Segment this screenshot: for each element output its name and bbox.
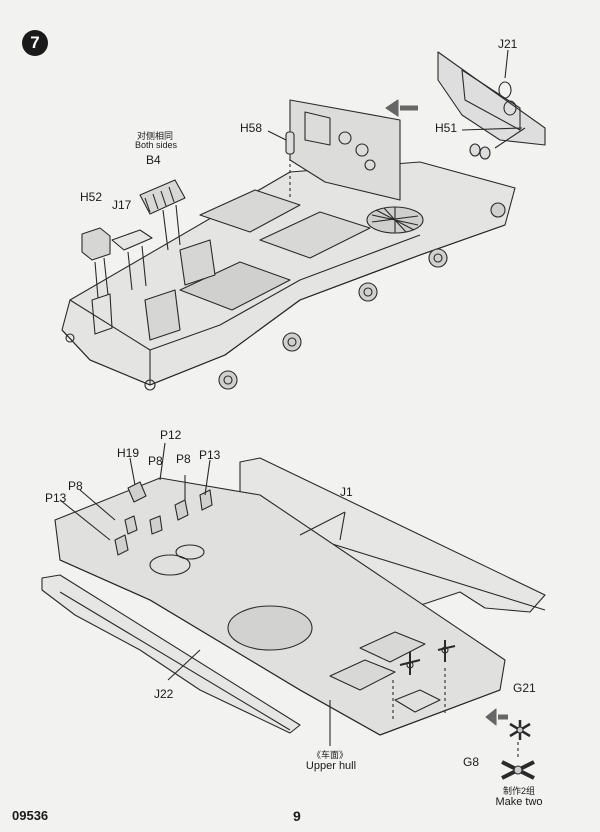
product-code: 09536 [12, 808, 49, 823]
grid-hatch [366, 206, 424, 234]
step-number-badge: 7 [22, 30, 48, 56]
both-sides-note-cn: 对侧相同 [136, 131, 173, 141]
part-label-h52: H52 [80, 190, 103, 204]
both-sides-note-en: Both sides [134, 140, 178, 150]
make-two-note-en: Make two [495, 796, 543, 808]
part-label-p8-center: P8 [148, 454, 163, 468]
part-label-j1: J1 [340, 485, 353, 499]
make-two-note-cn: 制作2组 [502, 786, 535, 796]
part-label-h19: H19 [117, 446, 140, 460]
page-number: 9 [293, 808, 301, 824]
upper-hull-note-en: Upper hull [305, 760, 357, 772]
upper-hull-note-cn: 《车面》 [311, 750, 348, 760]
part-label-g8: G8 [463, 755, 480, 769]
part-label-p8-left: P8 [68, 479, 83, 493]
lower-hull-drawing [61, 49, 546, 391]
part-label-h51: H51 [435, 121, 458, 135]
upper-hull-drawing [41, 442, 546, 780]
part-label-p13-right: P13 [199, 448, 221, 462]
part-label-p8-right: P8 [176, 452, 191, 466]
part-label-j17: J17 [112, 198, 132, 212]
part-label-g21: G21 [513, 681, 536, 695]
part-label-b4: B4 [146, 153, 161, 167]
part-label-p12: P12 [160, 428, 182, 442]
part-label-p13-left: P13 [45, 491, 67, 505]
part-label-h58: H58 [240, 121, 263, 135]
part-label-j22: J22 [154, 687, 174, 701]
part-label-j21: J21 [498, 37, 518, 51]
